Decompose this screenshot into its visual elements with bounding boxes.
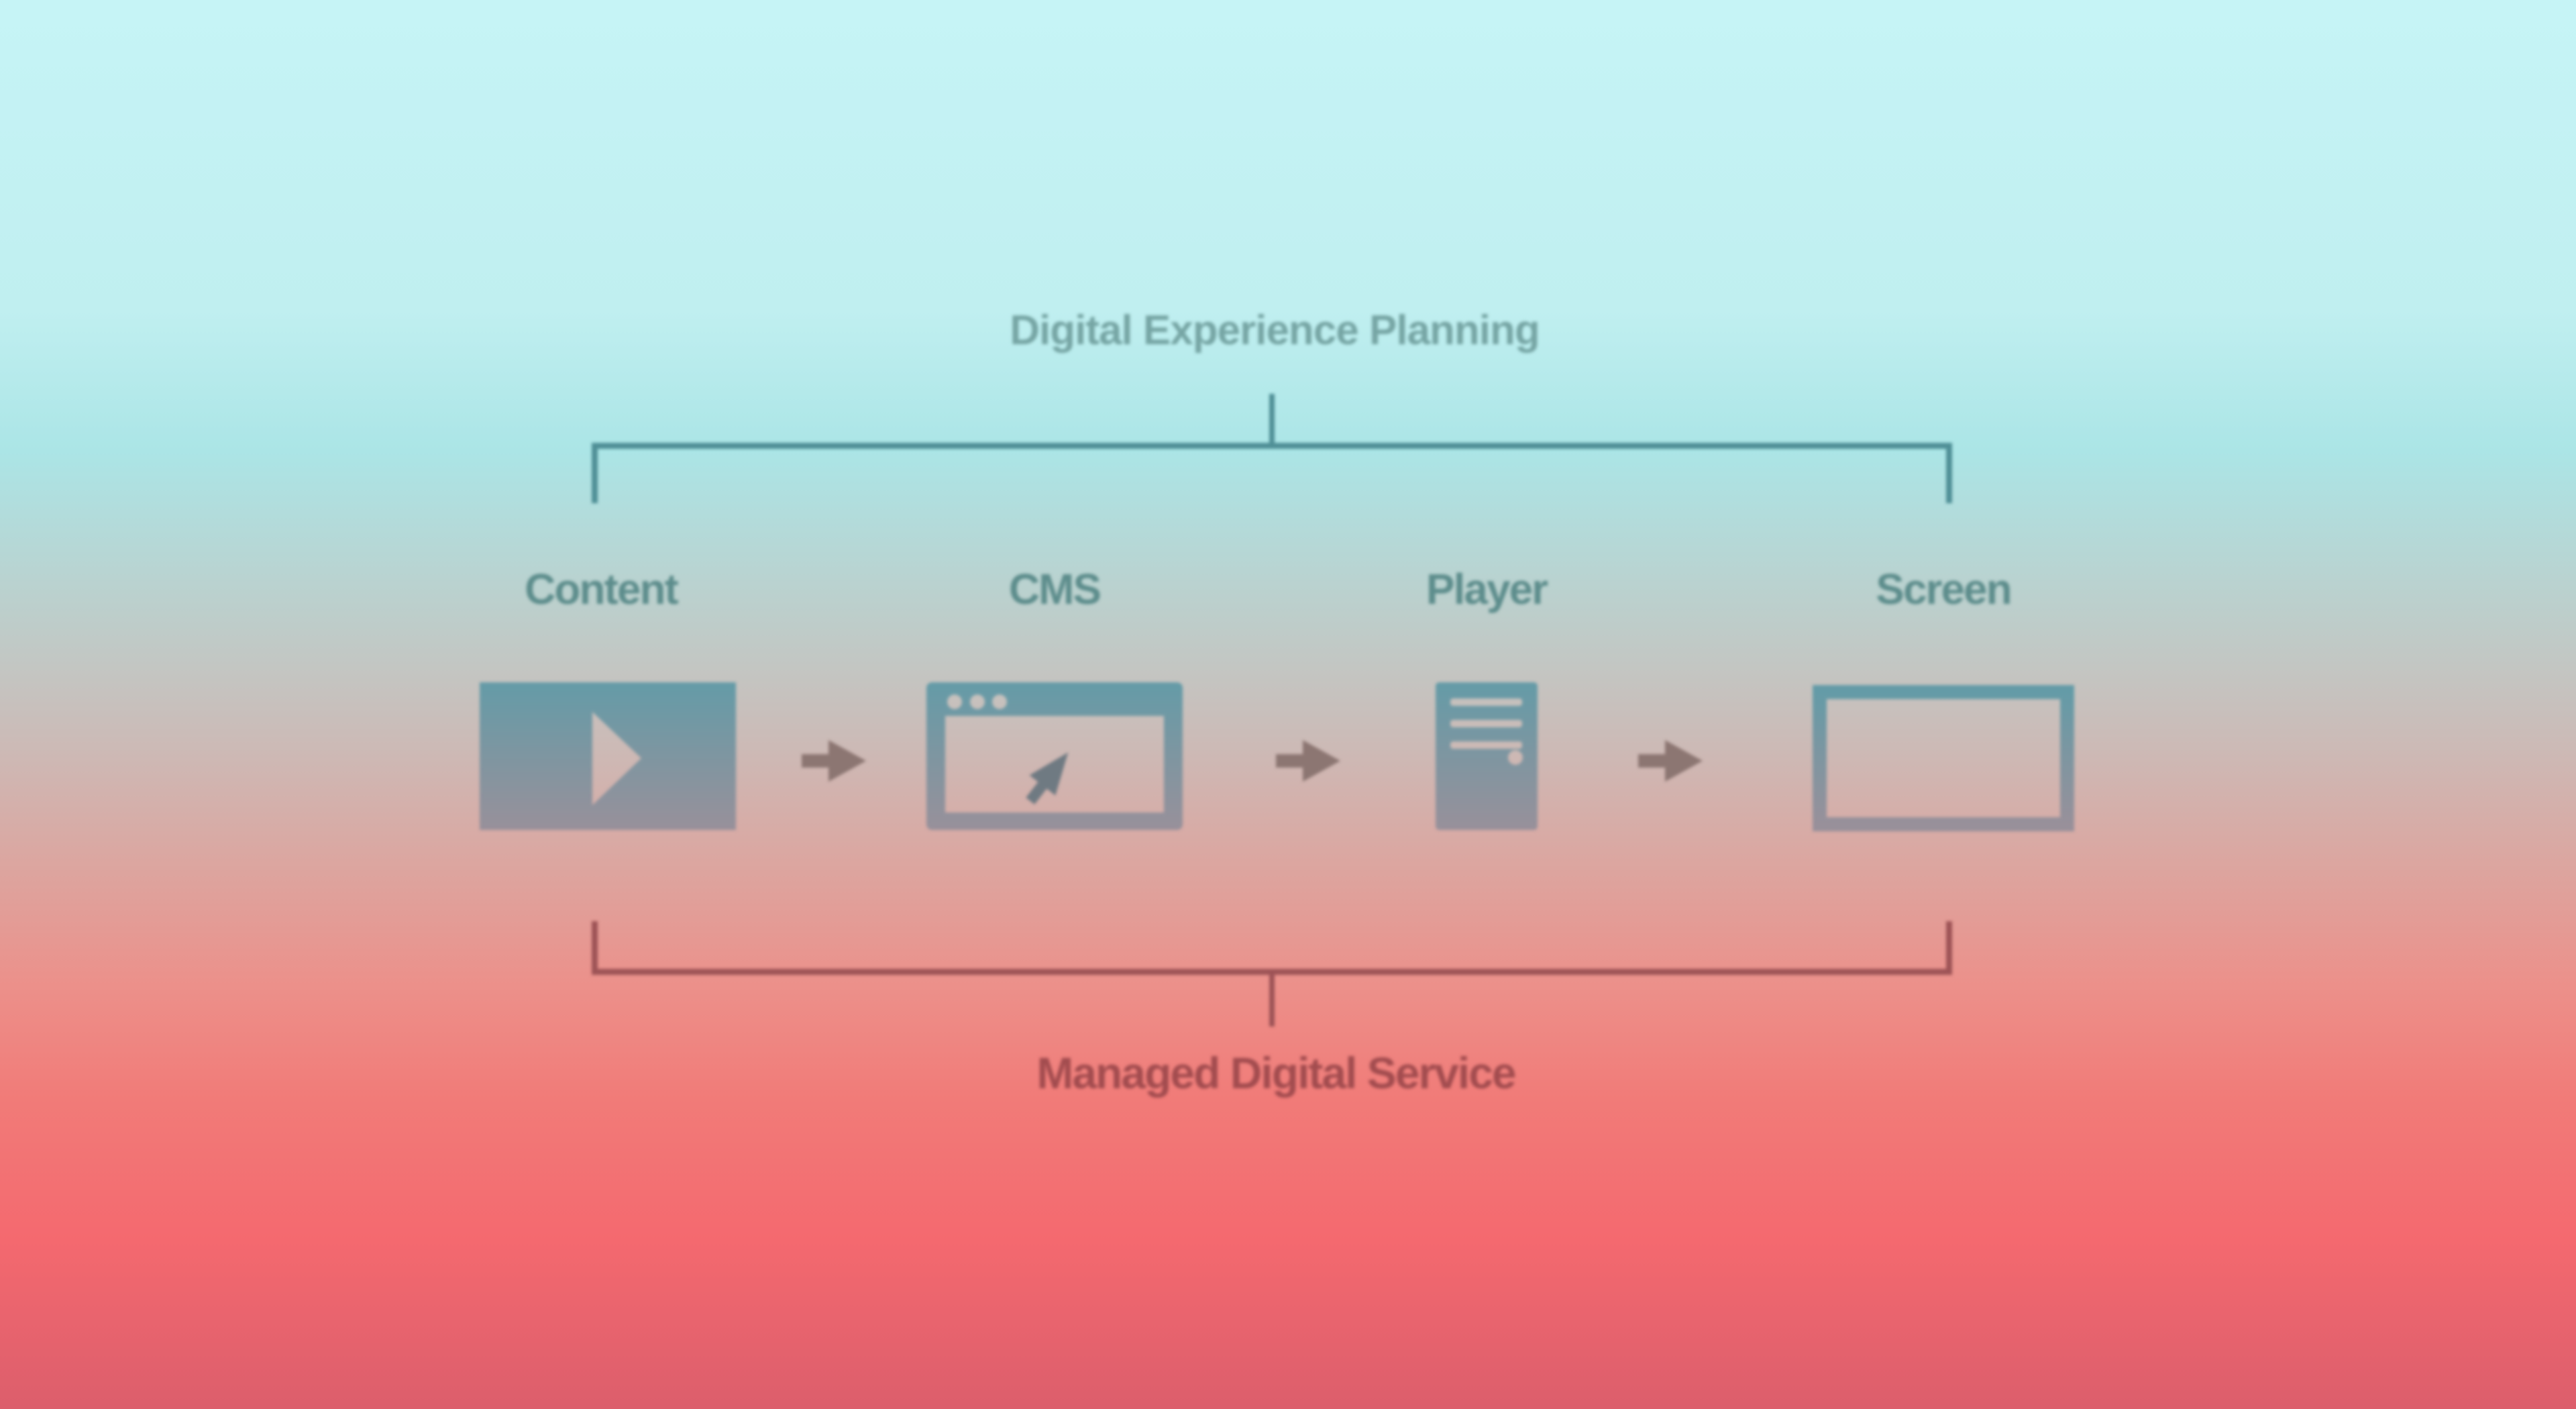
video-player-icon xyxy=(480,682,736,833)
item-label-content: Content xyxy=(525,565,679,613)
item-label-player: Player xyxy=(1426,565,1548,613)
item-label-cms: CMS xyxy=(1008,565,1102,613)
arrow-right-icon xyxy=(1276,739,1340,786)
top-bracket-right-end xyxy=(1946,443,1952,503)
bottom-bracket-left-end xyxy=(592,921,598,975)
browser-window-cursor-icon xyxy=(926,682,1183,833)
bottom-bracket-right-end xyxy=(1946,921,1952,975)
top-bracket-title: Digital Experience Planning xyxy=(1010,307,1540,354)
arrow-right-icon xyxy=(802,739,866,786)
bottom-bracket-horizontal-line xyxy=(592,969,1952,975)
media-player-tower-icon xyxy=(1436,682,1538,833)
item-label-screen: Screen xyxy=(1876,565,2012,613)
top-bracket-horizontal-line xyxy=(592,443,1952,449)
bottom-bracket-center-tick xyxy=(1269,975,1275,1027)
cursor-pointer-icon xyxy=(1026,752,1069,804)
bottom-bracket-title: Managed Digital Service xyxy=(1036,1048,1516,1098)
arrow-right-icon xyxy=(1638,739,1703,786)
top-bracket-center-tick xyxy=(1269,394,1275,445)
top-bracket-left-end xyxy=(592,443,598,503)
display-screen-icon xyxy=(1813,685,2074,835)
